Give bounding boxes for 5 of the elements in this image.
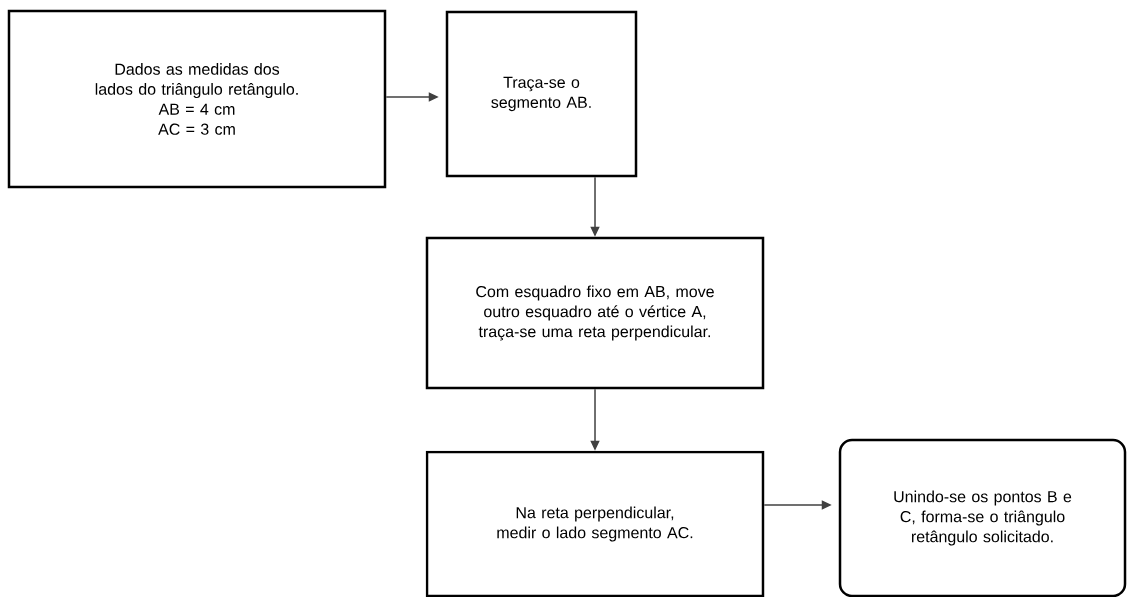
process-box: Com esquadro fixo em AB, move outro esquadro até o vértice A, traça-se uma reta perpendicular. [425,236,765,390]
process-box: Dados as medidas dos lados do triângulo retângulo. AB = 4 cm AC = 3 cm [7,9,387,189]
process-box: Traça-se o segmento AB. [445,10,638,178]
process-box: Na reta perpendicular, medir o lado segmento AC. [425,450,765,597]
rounded-box: Unindo-se os pontos B e C, forma-se o triângulo retângulo solicitado. [838,438,1127,597]
